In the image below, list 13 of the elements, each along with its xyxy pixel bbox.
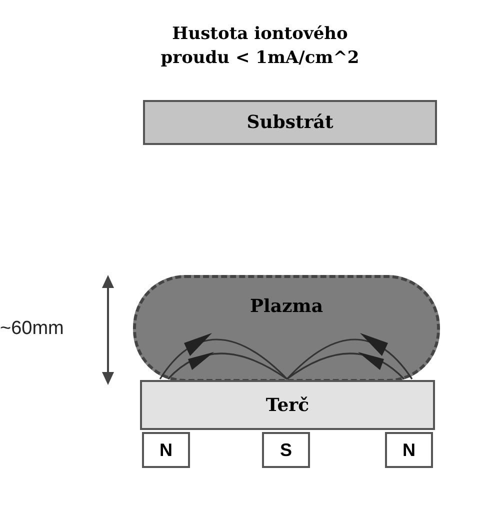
node-label: Terč <box>266 394 310 416</box>
node-label: Plazma <box>250 296 323 317</box>
node-label: N <box>160 440 172 460</box>
target-plate <box>140 380 435 430</box>
node-label: Substrát <box>246 112 334 133</box>
magnet-pole <box>142 432 190 468</box>
magnet-pole <box>262 432 310 468</box>
substrate-box <box>143 100 437 145</box>
magnet-pole <box>385 432 433 468</box>
dimension-label: ~60mm <box>0 318 64 340</box>
node-label: S <box>280 440 292 460</box>
title: Hustota iontového proudu < 1mA/cm^2 <box>160 23 360 70</box>
node-label: N <box>402 440 416 460</box>
